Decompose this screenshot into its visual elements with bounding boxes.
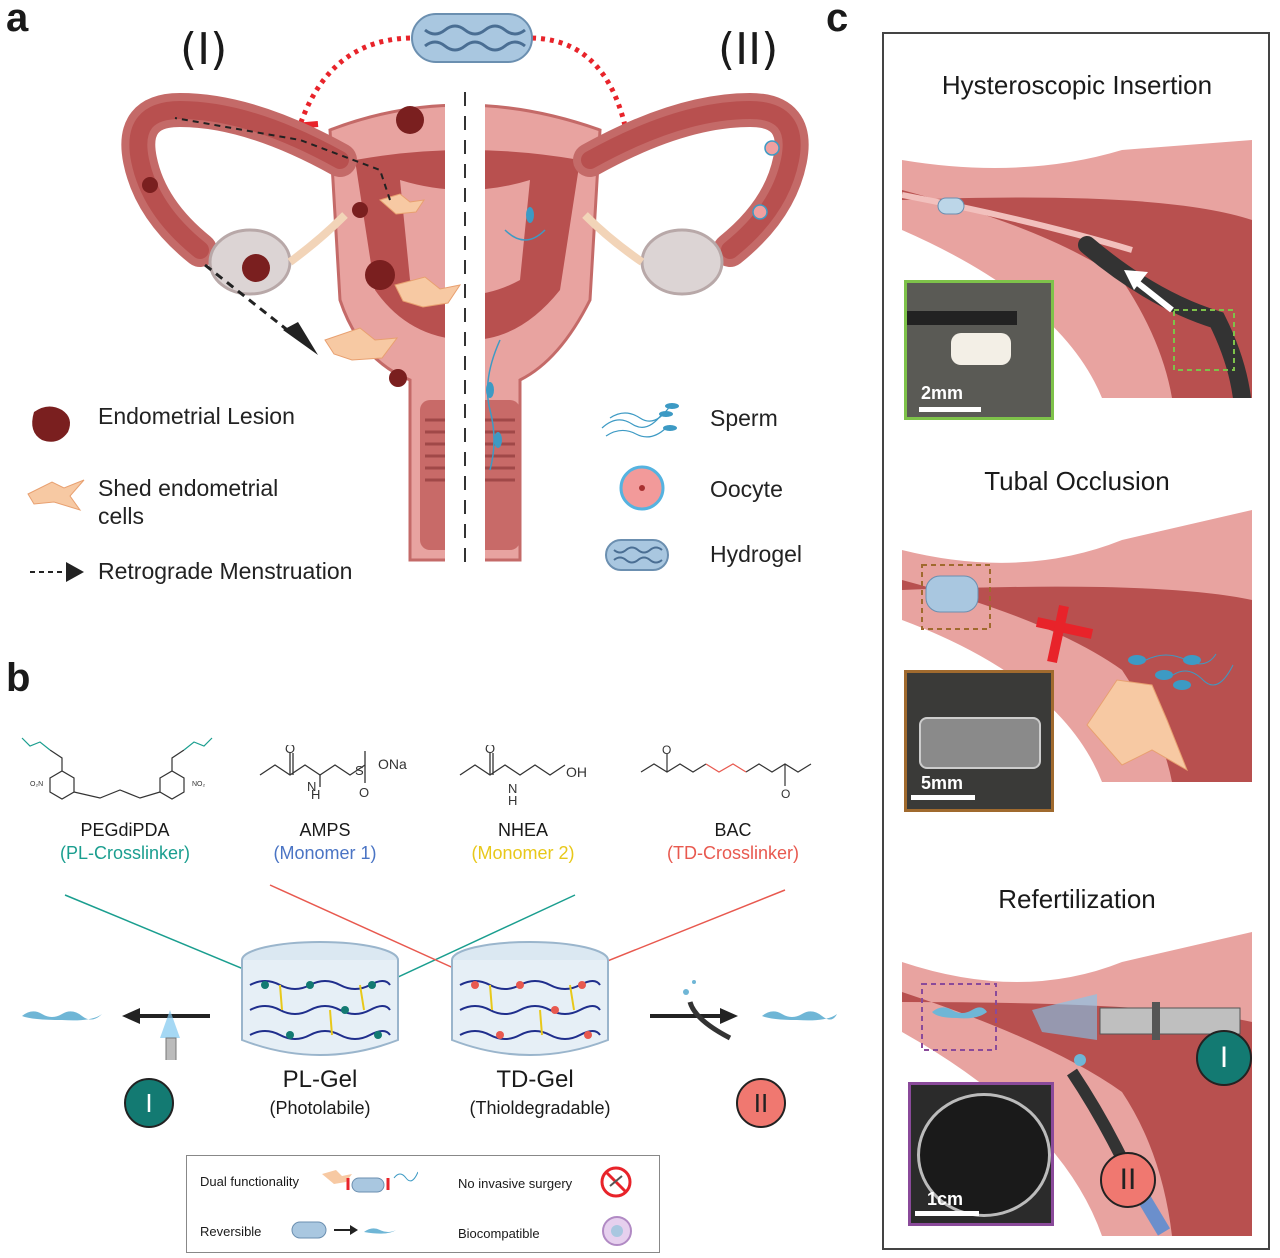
chem-name-amps: AMPS [299, 820, 351, 840]
chem-name-pegdipda: PEGdiPDA [80, 820, 170, 840]
reversible-icon [291, 1221, 396, 1239]
svg-text:O: O [285, 745, 295, 756]
legend-label-sperm: Sperm [710, 405, 778, 431]
scale-label-1cm: 1cm [927, 1189, 964, 1209]
nhea-structure: O N H [459, 745, 566, 805]
badge-I-label: I [145, 1088, 153, 1118]
td-gel-title: TD-Gel [496, 1066, 574, 1093]
scale-bar-1cm [915, 1211, 979, 1216]
amps-structure: O H N S O [259, 745, 369, 802]
svg-text:NO₂: NO₂ [192, 781, 206, 788]
badge-II-panel-c: II [1100, 1152, 1156, 1208]
badge-II-panel-b: II [736, 1078, 786, 1128]
occlusion-photo-sample [919, 717, 1041, 769]
scale-bar-5mm [911, 795, 975, 800]
legend-label-retrograde: Retrograde Menstruation [98, 558, 353, 584]
svg-text:O₂N: O₂N [30, 781, 43, 788]
panel-c-letter: c [826, 0, 849, 40]
insertion-photo-tool [907, 311, 1017, 325]
svg-text:O: O [781, 787, 790, 801]
legend-label-hydrogel: Hydrogel [710, 541, 803, 567]
nhea-group-label: OH [566, 764, 587, 780]
biocompatible-icon [602, 1216, 632, 1246]
pl-gel-subtitle: (Photolabile) [269, 1098, 371, 1118]
section-title-tubal-occlusion: Tubal Occlusion [984, 466, 1170, 496]
panel-a-label-I: (I) [180, 24, 228, 75]
svg-text:O: O [662, 743, 671, 757]
chem-name-nhea: NHEA [497, 820, 548, 840]
occlusion-photo: 5mm [904, 670, 1054, 812]
petri-dish [917, 1093, 1051, 1217]
badge-I-label-c: I [1219, 1041, 1229, 1074]
section-title-refertilization: Refertilization [998, 884, 1156, 914]
occlusion-illustration [902, 510, 1252, 782]
badge-I-panel-b: I [124, 1078, 174, 1128]
pegdipda-structure: O₂N NO₂ [21, 737, 213, 800]
feature-biocompatible: Biocompatible [458, 1226, 540, 1241]
bac-structure: O O [640, 743, 812, 801]
badge-II-label: II [753, 1088, 769, 1118]
legend-label-lesion: Endometrial Lesion [98, 403, 295, 429]
chem-role-nhea: (Monomer 2) [471, 843, 575, 863]
panel-a-label-II: (II) [718, 24, 779, 75]
hydrogel-icon [605, 539, 669, 571]
section-title-hysteroscopic: Hysteroscopic Insertion [941, 70, 1213, 100]
legend-label-oocyte: Oocyte [710, 476, 783, 502]
uterus-illustration [121, 13, 809, 570]
feature-dual-functionality: Dual functionality [200, 1174, 299, 1189]
legend-label-shed-cells: Shed endometrial cells [98, 475, 279, 529]
amps-group-label: ONa [378, 756, 407, 772]
insertion-photo-sample [951, 333, 1011, 365]
chem-role-pegdipda: (PL-Crosslinker) [59, 843, 191, 863]
svg-text:N: N [508, 781, 517, 796]
insertion-photo: 2mm [904, 280, 1054, 420]
no-surgery-icon [600, 1166, 632, 1198]
svg-text:O: O [359, 785, 369, 800]
badge-II-label-c: II [1119, 1163, 1137, 1196]
oocyte-icon [619, 465, 665, 511]
chem-role-amps: (Monomer 1) [273, 843, 377, 863]
dashed-arrow-icon [30, 562, 84, 582]
pl-gel-title: PL-Gel [282, 1066, 358, 1093]
refertilization-illustration [902, 932, 1252, 1236]
sperm-icon [601, 403, 679, 438]
features-box [186, 1155, 660, 1253]
scale-label-2mm: 2mm [921, 383, 964, 403]
refertilization-photo: 1cm [908, 1082, 1054, 1226]
svg-text:N: N [307, 779, 316, 794]
svg-text:H: H [508, 793, 517, 805]
badge-I-panel-c: I [1196, 1030, 1252, 1086]
insertion-illustration [902, 140, 1252, 398]
panel-c-frame [882, 32, 1270, 1250]
scale-bar-2mm [919, 407, 981, 412]
endometrial-lesion-icon [32, 406, 70, 442]
shed-cell-icon [27, 479, 85, 511]
feature-reversible: Reversible [200, 1224, 262, 1239]
td-gel-subtitle: (Thioldegradable) [469, 1098, 611, 1118]
panel-b-letter: b [6, 656, 31, 700]
chem-name-bac: BAC [714, 820, 752, 840]
gel-schematic [22, 884, 837, 1060]
dual-functionality-icon [322, 1170, 418, 1193]
svg-text:O: O [485, 745, 495, 756]
svg-text:H: H [311, 787, 320, 802]
feature-no-invasive-surgery: No invasive surgery [458, 1176, 573, 1191]
svg-text:S: S [355, 763, 364, 778]
panel-a-letter: a [6, 0, 29, 40]
chem-role-bac: (TD-Crosslinker) [667, 843, 799, 863]
scale-label-5mm: 5mm [921, 773, 964, 793]
